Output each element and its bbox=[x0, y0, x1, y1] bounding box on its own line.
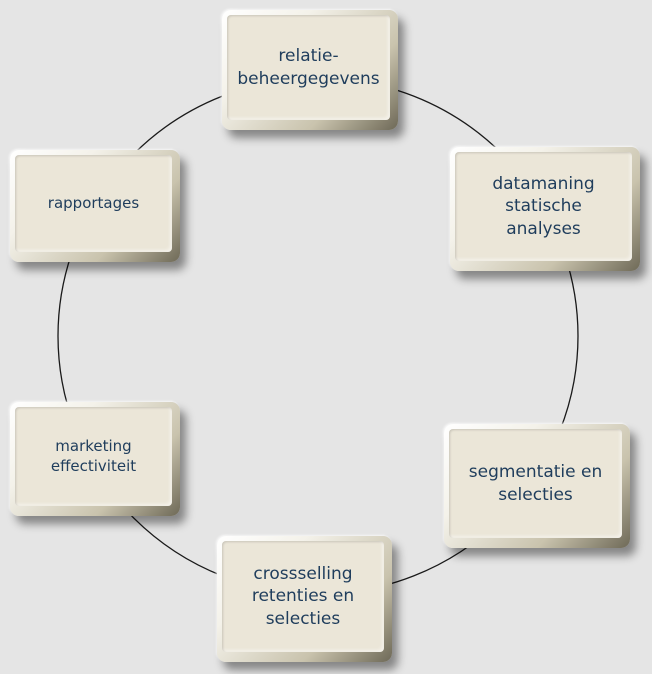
node-face: rapportages bbox=[15, 155, 172, 252]
node-face: crossselling retenties en selecties bbox=[222, 541, 384, 652]
node-label-line: selecties bbox=[265, 608, 341, 629]
node-relatie-beheergegevens: relatie- beheergegevens bbox=[222, 10, 398, 130]
node-face: datamaning statische analyses bbox=[455, 152, 632, 261]
node-label-line: crossselling bbox=[253, 563, 353, 584]
node-label-line: analyses bbox=[506, 218, 581, 239]
node-label-line: beheergegevens bbox=[237, 68, 380, 89]
node-face: relatie- beheergegevens bbox=[227, 15, 390, 120]
node-datamaning-statische-analyses: datamaning statische analyses bbox=[450, 147, 640, 271]
node-label-line: rapportages bbox=[47, 193, 140, 212]
node-label-line: relatie- bbox=[278, 45, 339, 66]
node-label-line: effectiviteit bbox=[50, 456, 137, 475]
node-marketing-effectiviteit: marketing effectiviteit bbox=[10, 402, 180, 516]
node-rapportages: rapportages bbox=[10, 150, 180, 262]
node-label-line: marketing bbox=[55, 436, 132, 455]
node-label-line: retenties en bbox=[251, 586, 355, 607]
node-label: segmentatie en selecties bbox=[463, 461, 608, 506]
node-face: marketing effectiviteit bbox=[15, 407, 172, 506]
node-crossselling-retenties-en-selecties: crossselling retenties en selecties bbox=[217, 536, 392, 662]
node-label-line: selecties bbox=[498, 484, 573, 505]
node-label: relatie- beheergegevens bbox=[231, 45, 385, 90]
node-face: segmentatie en selecties bbox=[449, 429, 622, 538]
node-segmentatie-en-selecties: segmentatie en selecties bbox=[444, 424, 630, 548]
node-label-line: statische bbox=[505, 196, 582, 217]
node-label: marketing effectiviteit bbox=[45, 437, 142, 477]
node-label-line: segmentatie en bbox=[468, 461, 603, 482]
node-label: rapportages bbox=[42, 194, 145, 214]
node-label-line: datamaning bbox=[492, 173, 595, 194]
node-label: crossselling retenties en selecties bbox=[246, 563, 360, 631]
node-label: datamaning statische analyses bbox=[486, 173, 600, 241]
